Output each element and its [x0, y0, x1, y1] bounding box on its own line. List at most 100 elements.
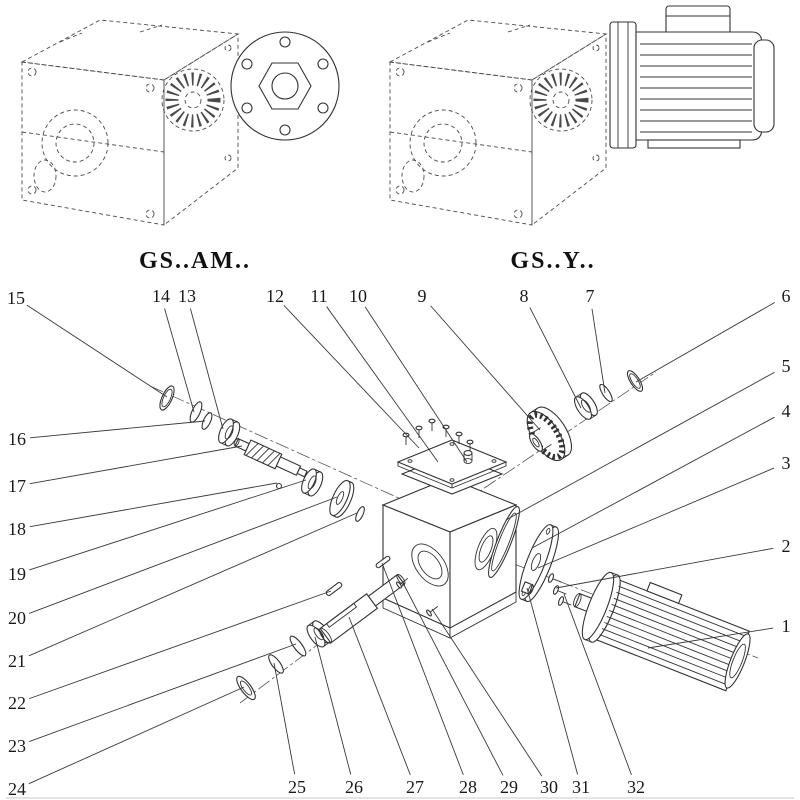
thrust-washer: [329, 479, 355, 518]
callout-leader-19: [29, 479, 307, 571]
callout-number-32: 32: [627, 777, 645, 797]
callout-leader-27: [348, 616, 411, 776]
callout-leader-15: [26, 304, 168, 398]
shaft-key: [325, 582, 343, 596]
callout-leader-1: [647, 627, 774, 649]
callout-number-1: 1: [782, 616, 791, 636]
callout-number-7: 7: [586, 286, 595, 306]
housing-screw-2: [426, 606, 439, 617]
callout-number-23: 23: [8, 736, 26, 756]
callout-leader-10: [364, 306, 468, 463]
callout-leader-9: [430, 305, 541, 431]
callout-leader-18: [29, 482, 278, 528]
callout-number-6: 6: [782, 286, 791, 306]
callout-leader-26: [314, 636, 352, 775]
callout-leader-4: [531, 416, 775, 549]
callout-leader-7: [591, 308, 606, 394]
callout-number-4: 4: [782, 401, 791, 421]
output-circlip: [268, 654, 284, 674]
callout-leader-12: [283, 305, 420, 449]
callout-leader-13: [189, 308, 224, 430]
spacer-ring: [355, 506, 365, 522]
callout-leader-31: [526, 587, 579, 775]
callout-leader-3: [537, 467, 775, 569]
retaining-ring: [201, 412, 213, 430]
callout-number-17: 17: [8, 476, 26, 496]
gearbox-outline-dashed: [390, 20, 606, 225]
callout-leader-22: [29, 590, 332, 700]
callout-leader-24: [28, 686, 245, 785]
exploded-view: [149, 370, 759, 704]
worm-bearing: [301, 468, 324, 497]
output-shaft: [318, 573, 406, 644]
callout-number-30: 30: [540, 777, 558, 797]
callout-leader-14: [164, 308, 195, 413]
gear-circlip: [599, 383, 613, 403]
callout-leader-16: [29, 420, 206, 439]
callout-number-31: 31: [572, 777, 590, 797]
callout-leader-25: [273, 662, 296, 775]
electric-motor-top: [609, 5, 775, 149]
callout-leader-17: [29, 445, 243, 485]
callout-number-24: 24: [8, 779, 26, 799]
motor-flange-cover: [518, 524, 560, 603]
seal-ring: [159, 385, 175, 411]
callout-number-8: 8: [520, 286, 529, 306]
gearbox-outline-dashed: [20, 19, 240, 226]
view-label-gs-am: GS..AM..: [139, 248, 251, 274]
flange-gasket: [488, 506, 520, 578]
callout-leader-6: [635, 302, 775, 383]
output-shaft-parts: [236, 555, 439, 701]
callout-leader-11: [326, 306, 439, 463]
input-bearing: [218, 418, 241, 447]
callout-number-20: 20: [8, 608, 26, 628]
output-seal: [289, 635, 307, 657]
assembled-view-gs-am: GS..AM..: [20, 19, 340, 274]
callout-leader-23: [29, 643, 297, 742]
callout-leader-5: [505, 371, 775, 521]
worm-shaft: [233, 437, 308, 478]
flange-bolts: [547, 573, 572, 606]
motor-side-parts: [488, 506, 751, 692]
callout-number-2: 2: [782, 536, 791, 556]
circlip: [189, 401, 203, 423]
callout-leader-28: [381, 562, 464, 776]
callout-number-12: 12: [266, 286, 284, 306]
callout-number-5: 5: [782, 356, 791, 376]
callout-leader-20: [29, 496, 338, 614]
top-cover-assembly: [396, 418, 508, 495]
callout-leader-8: [529, 307, 582, 409]
callout-number-11: 11: [310, 286, 327, 306]
gear-parts: [526, 370, 644, 462]
worm-gear: [526, 406, 573, 462]
callout-leader-2: [555, 547, 774, 589]
callout-number-3: 3: [782, 453, 791, 473]
callout-number-18: 18: [8, 519, 26, 539]
input-shaft-parts: [159, 385, 365, 522]
callout-leader-32: [563, 593, 632, 775]
output-washer: [236, 675, 256, 701]
callout-number-16: 16: [8, 429, 26, 449]
gear-bearing: [573, 392, 598, 420]
callout-number-28: 28: [459, 777, 477, 797]
callout-leader-30: [431, 608, 543, 777]
electric-motor: [581, 571, 751, 692]
callout-number-19: 19: [8, 564, 26, 584]
callout-number-13: 13: [178, 286, 196, 306]
callout-number-27: 27: [406, 777, 424, 797]
cover-bolts: [402, 418, 474, 452]
shaft-key-small: [375, 555, 391, 569]
callout-number-21: 21: [8, 651, 26, 671]
gear-housing: [381, 477, 518, 639]
output-flange: [230, 31, 340, 141]
assembled-view-gs-y: GS..Y..: [390, 5, 775, 274]
callout-number-9: 9: [418, 286, 427, 306]
vent-plug: [463, 450, 473, 464]
callout-number-15: 15: [7, 288, 25, 308]
callout-number-22: 22: [8, 693, 26, 713]
callout-number-25: 25: [288, 777, 306, 797]
cover-plate: [396, 439, 508, 489]
callout-number-14: 14: [152, 286, 170, 306]
callout-number-26: 26: [345, 777, 363, 797]
